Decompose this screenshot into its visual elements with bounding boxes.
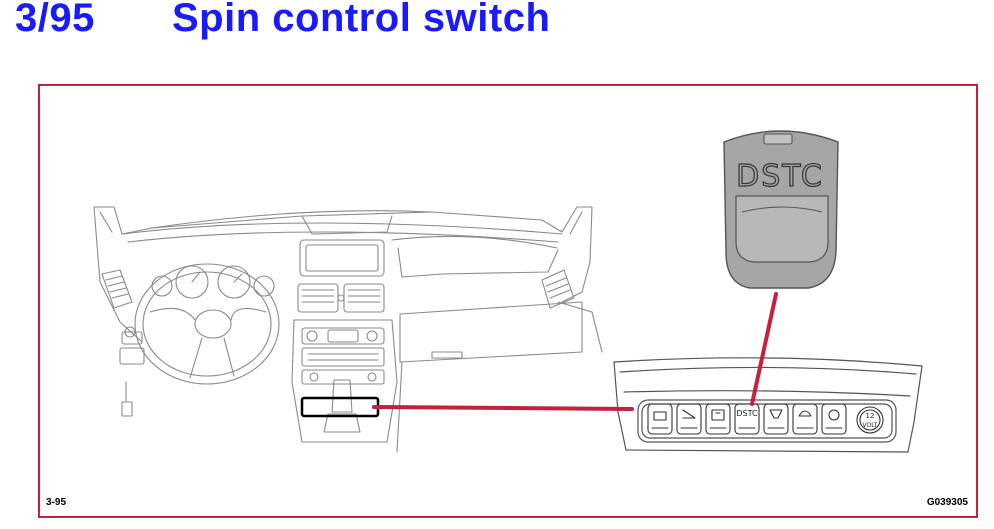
volt-label-top: 12 (866, 412, 875, 420)
switch-panel-closeup (613, 357, 923, 453)
figure-label-right: G039305 (926, 497, 968, 508)
page-title: Spin control switch (172, 0, 551, 40)
enlarged-dstc-button (723, 130, 839, 289)
callout-lines (372, 292, 778, 411)
dashboard-illustration: DSTC 12 VOLT DSTC (93, 130, 923, 453)
callout-line-console (372, 405, 634, 411)
callout-line-dstc (750, 292, 778, 406)
figure-label-left: 3-95 (46, 497, 67, 508)
page-header: 3/95 Spin control switch (0, 0, 994, 60)
figure-frame: DSTC 12 VOLT DSTC 3-95 G039305 (38, 84, 978, 518)
enlarged-dstc-label: DSTC (736, 159, 824, 194)
dashboard-outline (93, 206, 603, 453)
console-switch-location (300, 396, 380, 418)
panel-dstc-label: DSTC (736, 409, 758, 418)
panel-dstc-button (734, 403, 760, 435)
section-number: 3/95 (15, 0, 95, 40)
volt-label-bottom: VOLT (863, 422, 878, 429)
